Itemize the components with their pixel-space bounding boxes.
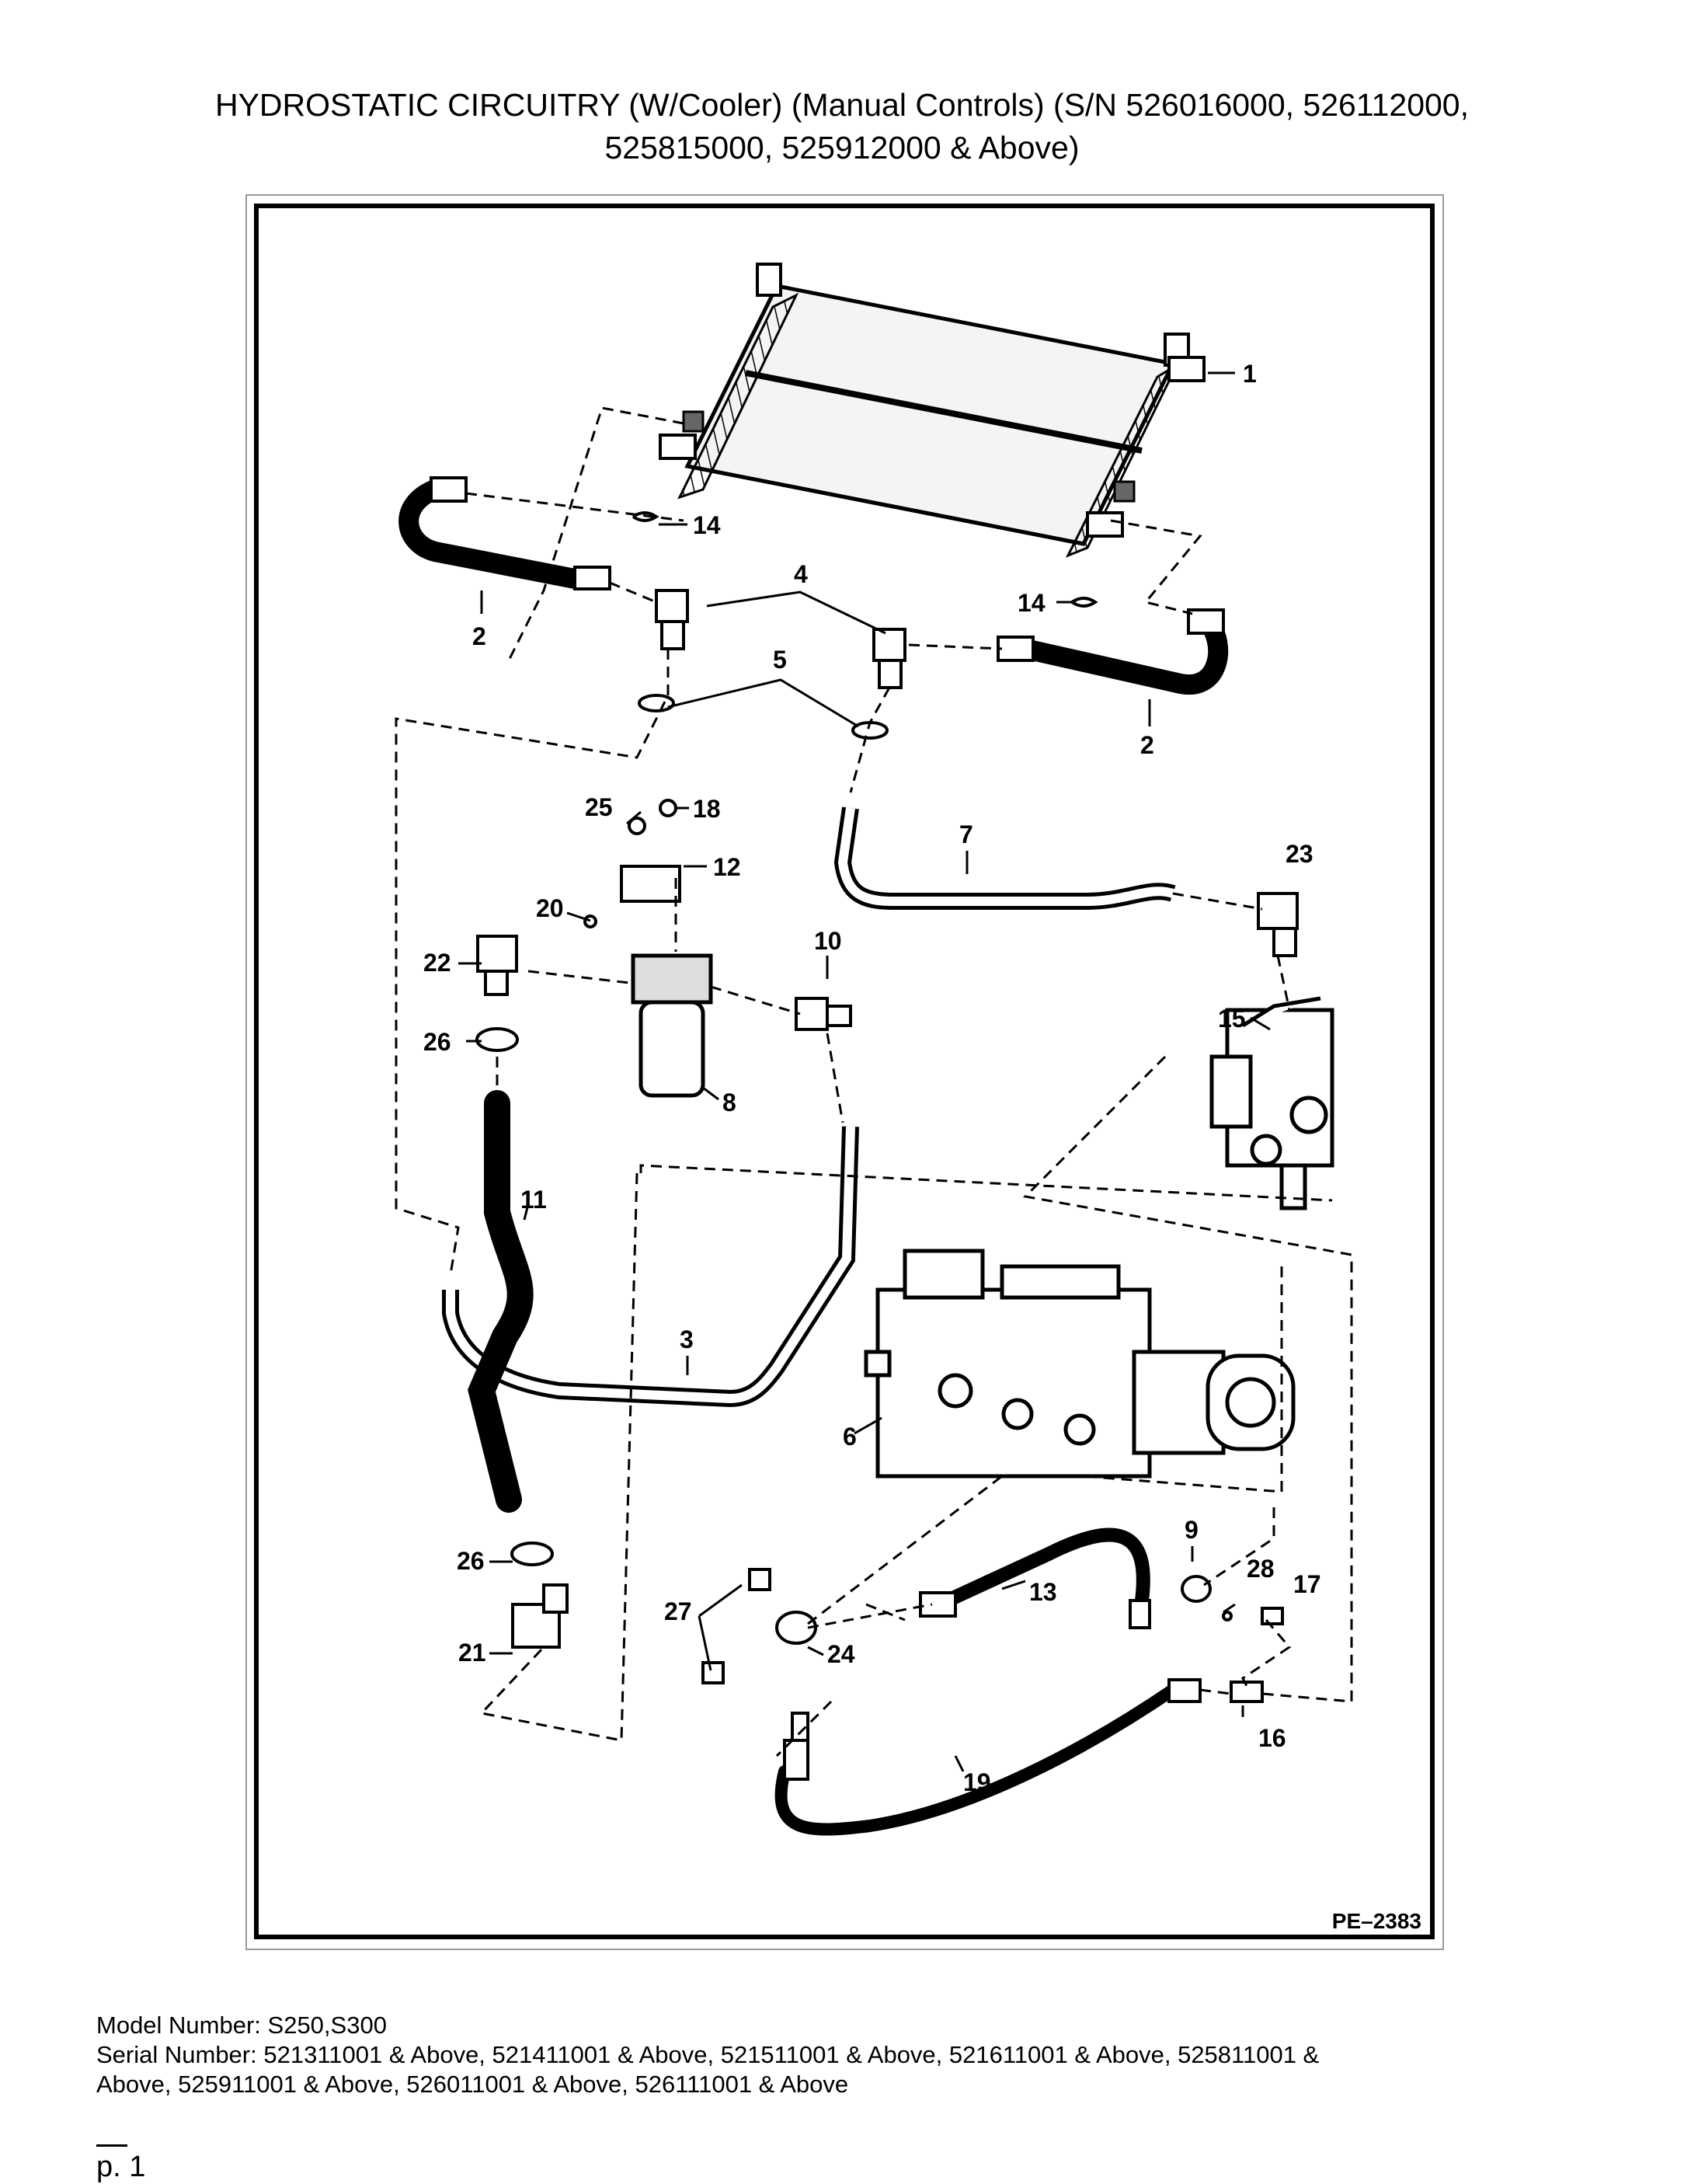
callout-leaders <box>458 371 1271 1772</box>
callout-20: 20 <box>536 894 564 922</box>
page-title: HYDROSTATIC CIRCUITRY (W/Cooler) (Manual… <box>0 84 1684 169</box>
fittings <box>475 511 1299 1649</box>
footer-rule <box>96 2144 127 2147</box>
callout-22: 22 <box>423 949 451 977</box>
control-valve <box>1209 996 1334 1210</box>
cooler-hoses <box>398 476 1229 695</box>
serial-number-line-1: Serial Number: 521311001 & Above, 521411… <box>96 2041 1320 2068</box>
callout-14-left: 14 <box>693 511 721 539</box>
model-number: Model Number: S250,S300 <box>96 2012 387 2039</box>
callout-23: 23 <box>1286 840 1313 868</box>
pilot-hoses <box>774 1527 1179 1836</box>
page-number: p. 1 <box>96 2151 146 2183</box>
callout-21: 21 <box>458 1639 486 1667</box>
serial-number-line-2: Above, 525911001 & Above, 526011001 & Ab… <box>96 2071 849 2098</box>
callout-24: 24 <box>827 1640 855 1668</box>
callout-11: 11 <box>520 1186 547 1214</box>
routing-lines <box>395 406 1353 1757</box>
tubes <box>442 806 1176 1513</box>
callout-8: 8 <box>722 1089 736 1116</box>
callout-5: 5 <box>773 646 787 674</box>
figure-id: PE–2383 <box>1332 1909 1421 1933</box>
small-fittings <box>701 1568 1284 1781</box>
callout-12: 12 <box>713 853 741 881</box>
hydrostatic-pump <box>864 1249 1296 1479</box>
callout-14-right: 14 <box>1018 589 1046 617</box>
callout-25: 25 <box>585 793 613 821</box>
callout-19: 19 <box>963 1768 991 1796</box>
callout-18: 18 <box>693 795 721 823</box>
diagram-outer-border <box>245 194 1444 1950</box>
callout-27: 27 <box>664 1597 692 1625</box>
callout-7: 7 <box>959 820 973 848</box>
callout-10: 10 <box>814 927 842 955</box>
callout-2-left: 2 <box>472 622 486 650</box>
title-line-1: HYDROSTATIC CIRCUITRY (W/Cooler) (Manual… <box>214 87 1470 123</box>
diagram-frame <box>254 204 1435 1939</box>
callout-4: 4 <box>794 560 808 588</box>
callout-9: 9 <box>1185 1516 1199 1544</box>
callout-13: 13 <box>1029 1578 1057 1606</box>
callout-2-right: 2 <box>1140 731 1154 759</box>
callout-17: 17 <box>1293 1570 1321 1598</box>
callout-3: 3 <box>680 1325 694 1353</box>
callout-6: 6 <box>843 1423 857 1451</box>
oil-cooler <box>659 263 1206 558</box>
title-line-2: 525815000, 525912000 & Above) <box>604 130 1080 165</box>
callout-1: 1 <box>1243 360 1257 388</box>
callout-26-upper: 26 <box>423 1028 451 1056</box>
oil-filter <box>631 953 713 1098</box>
callout-26-lower: 26 <box>457 1547 485 1575</box>
callout-16: 16 <box>1258 1724 1286 1752</box>
callout-15: 15 <box>1218 1005 1246 1033</box>
callout-28: 28 <box>1247 1555 1275 1583</box>
callout-numbers: 1 2 2 3 4 5 6 7 8 9 10 11 12 13 14 14 15… <box>423 360 1321 1796</box>
